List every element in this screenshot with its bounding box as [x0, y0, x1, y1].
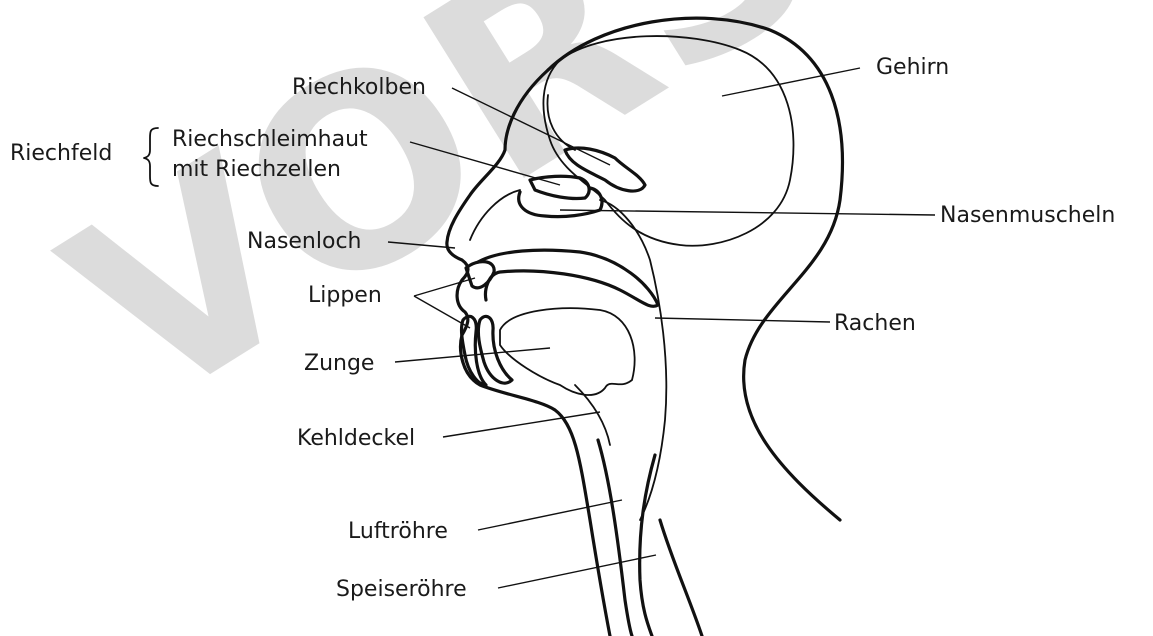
label-zunge: Zunge — [304, 351, 374, 376]
lower-teeth-area — [478, 316, 512, 383]
label-riechkolben: Riechkolben — [292, 75, 426, 100]
leader-zunge — [395, 348, 550, 362]
esophagus-wall — [640, 455, 655, 636]
label-rachen: Rachen — [834, 311, 916, 336]
label-luftroehre: Luftröhre — [348, 519, 448, 544]
leader-kehldeckel — [443, 412, 600, 437]
label-lippen: Lippen — [308, 283, 382, 308]
tongue-outline — [500, 308, 635, 395]
label-riechschleimhaut-1: Riechschleimhaut — [172, 127, 368, 152]
leader-rachen — [655, 318, 830, 322]
label-gehirn: Gehirn — [876, 55, 949, 80]
label-speiseroehre: Speiseröhre — [336, 577, 467, 602]
label-kehldeckel: Kehldeckel — [297, 426, 415, 451]
leader-speiseroehre — [498, 555, 656, 588]
label-nasenloch: Nasenloch — [247, 229, 362, 254]
label-riechschleimhaut-2: mit Riechzellen — [172, 157, 341, 182]
label-nasenmuscheln: Nasenmuscheln — [940, 203, 1115, 228]
label-riechfeld: Riechfeld — [10, 141, 112, 166]
leader-luftroehre — [478, 500, 622, 530]
neck-back-line — [660, 520, 702, 636]
